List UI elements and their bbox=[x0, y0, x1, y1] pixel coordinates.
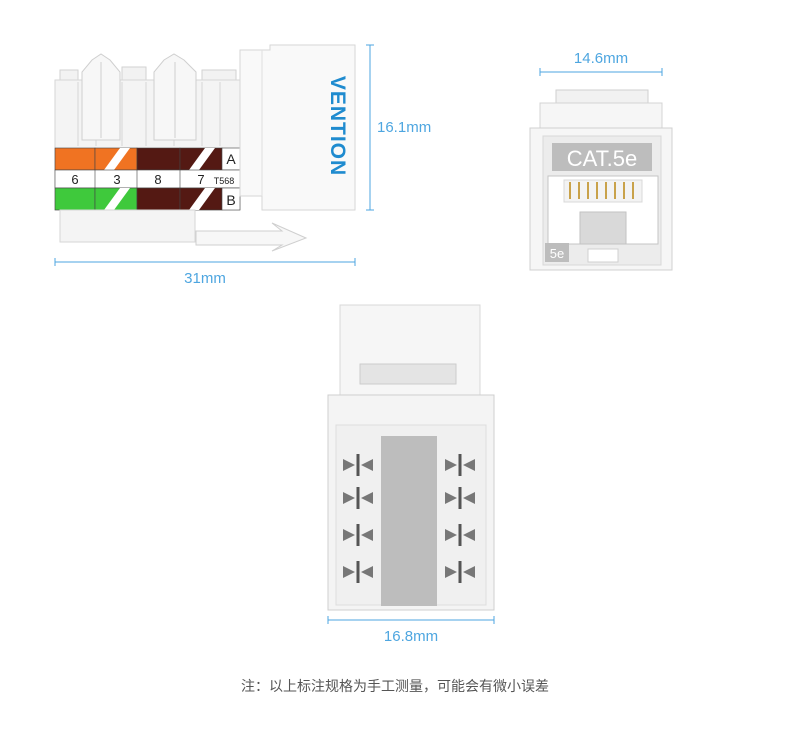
wire-stripe bbox=[104, 188, 130, 210]
wiring-number-row: 6 3 8 7 T568 bbox=[54, 169, 241, 189]
category-short-label: 5e bbox=[550, 246, 564, 261]
pin-number: 3 bbox=[113, 172, 120, 187]
side-view: A 6 3 8 7 T568 B bbox=[54, 44, 431, 287]
contact-pin bbox=[614, 182, 616, 199]
contact-pins bbox=[569, 182, 634, 199]
idc-contacts bbox=[343, 454, 475, 583]
wire-stripe bbox=[189, 148, 215, 170]
pin-cavity bbox=[563, 179, 643, 203]
height-dimension-label: 16.1mm bbox=[377, 119, 431, 136]
row-b-label: B bbox=[226, 192, 235, 208]
contact-pin bbox=[587, 182, 589, 199]
wire-stripe bbox=[189, 188, 215, 210]
number-row-bg bbox=[54, 169, 241, 189]
height-dimension: 16.1mm bbox=[366, 44, 431, 211]
idc-contact bbox=[343, 454, 373, 476]
wire-cell-green bbox=[54, 187, 96, 211]
idc-contact bbox=[343, 524, 373, 546]
latch-arrow bbox=[195, 222, 308, 252]
wiring-standard-label: T568 bbox=[214, 176, 235, 186]
wiring-row-a: A bbox=[54, 147, 241, 171]
wiring-row-b: B bbox=[54, 187, 241, 211]
wire-cell-brown bbox=[136, 187, 181, 211]
top-latch-bar bbox=[359, 363, 457, 385]
front-width-dimension: 14.6mm bbox=[539, 50, 663, 76]
footnote: 注：以上标注规格为手工测量，可能会有微小误差 bbox=[241, 679, 549, 695]
row-b-label-cell bbox=[221, 187, 241, 211]
length-dimension-label: 31mm bbox=[184, 270, 226, 287]
contact-pin bbox=[596, 182, 598, 199]
category-short-badge bbox=[545, 243, 569, 262]
idc-contact bbox=[445, 561, 475, 583]
idc-contact bbox=[343, 487, 373, 509]
top-view: 16.8mm bbox=[327, 304, 495, 645]
front-shoulder bbox=[539, 102, 663, 132]
length-dimension: 31mm bbox=[54, 258, 356, 287]
contact-pin bbox=[569, 182, 571, 199]
pin-number: 6 bbox=[71, 172, 78, 187]
wire-stripe bbox=[104, 148, 130, 170]
contact-pin bbox=[578, 182, 580, 199]
pin-number: 7 bbox=[197, 172, 204, 187]
idc-contact bbox=[445, 524, 475, 546]
row-a-label: A bbox=[226, 151, 236, 167]
center-divider bbox=[381, 436, 437, 606]
contact-pin bbox=[623, 182, 625, 199]
wire-cell-orange bbox=[54, 147, 96, 171]
brand-logo: VENTION bbox=[326, 76, 349, 176]
top-width-dimension: 16.8mm bbox=[327, 616, 495, 645]
contact-pin bbox=[632, 182, 634, 199]
side-latch-block bbox=[239, 44, 356, 211]
front-view: 14.6mm CAT.5e 5e bbox=[529, 50, 673, 271]
front-bottom-notch bbox=[587, 248, 619, 263]
category-label: CAT.5e bbox=[567, 146, 638, 171]
idc-contact bbox=[445, 454, 475, 476]
side-lower-body bbox=[59, 209, 196, 243]
pin-number: 8 bbox=[154, 172, 161, 187]
contact-pin bbox=[605, 182, 607, 199]
category-badge bbox=[552, 143, 652, 171]
top-width-label: 16.8mm bbox=[384, 628, 438, 645]
idc-contact bbox=[445, 487, 475, 509]
port-latch-slot bbox=[579, 211, 627, 245]
wire-cell-brown bbox=[136, 147, 181, 171]
idc-contact bbox=[343, 561, 373, 583]
front-width-label: 14.6mm bbox=[574, 50, 628, 67]
